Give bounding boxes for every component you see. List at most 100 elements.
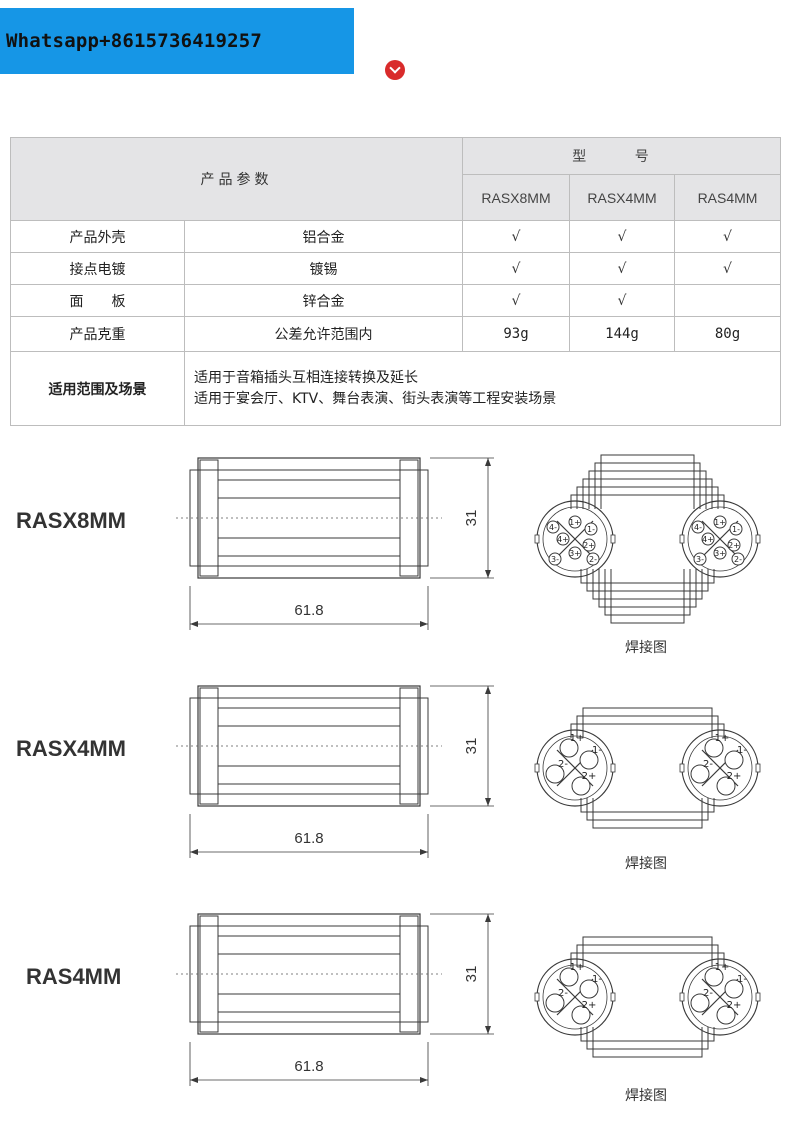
pin-label: 1+ [714, 518, 726, 527]
socket-pin [704, 967, 724, 987]
socket-pin [548, 552, 562, 566]
row-value: √ [569, 284, 675, 317]
row-name: 产品克重 [10, 316, 185, 352]
row-spec: 锌合金 [184, 284, 463, 317]
wiring-line [582, 936, 713, 967]
socket-pin [713, 515, 727, 529]
socket-inner [542, 735, 608, 801]
socket-inner [542, 506, 608, 572]
pin-label: 2+ [728, 541, 740, 550]
socket-pin [579, 750, 599, 770]
pin-label: 2- [589, 555, 597, 564]
socket-key [755, 763, 761, 773]
pin-label: 2+ [727, 771, 742, 782]
socket-key [679, 763, 685, 773]
pin-label: 3- [696, 555, 704, 564]
wiring-line [570, 723, 725, 738]
socket-pin [568, 546, 582, 560]
length-dimension: 61.8 [294, 830, 323, 847]
socket-pin [556, 532, 570, 546]
chevron-down-icon[interactable] [385, 60, 405, 80]
row-spec: 铝合金 [184, 220, 463, 253]
socket-pin [716, 776, 736, 796]
row-value: √ [569, 220, 675, 253]
wiring-line [588, 470, 707, 509]
wiring-line [570, 494, 725, 509]
wiring-line [580, 569, 715, 584]
pin-label: 1- [732, 525, 740, 534]
wiring-line [594, 462, 701, 509]
wiring-line [600, 454, 695, 509]
socket-key [755, 534, 761, 544]
pin-label: 4+ [702, 535, 714, 544]
model-label: RASX4MM [16, 736, 127, 761]
socket-pin [724, 979, 744, 999]
contact-text: Whatsapp+8615736419257 [6, 30, 263, 52]
row-value: √ [462, 252, 570, 285]
socket-pin [559, 738, 579, 758]
wiring-caption: 焊接图 [625, 1088, 667, 1104]
socket-pin [724, 750, 744, 770]
socket-pin [584, 522, 598, 536]
model-label: RAS4MM [26, 964, 122, 989]
socket-pin [701, 532, 715, 546]
socket-key [679, 992, 685, 1002]
height-dimension: 31 [463, 966, 480, 983]
socket-pin [582, 538, 596, 552]
pin-label: 1- [592, 745, 602, 756]
row-spec: 公差允许范围内 [184, 316, 463, 352]
pin-label: 2- [703, 759, 713, 770]
wiring-line [576, 715, 719, 738]
pin-label: 2+ [582, 1000, 597, 1011]
socket-key [610, 992, 616, 1002]
pin-label: 2+ [582, 771, 597, 782]
pin-label: 4- [549, 523, 557, 532]
table-title: 产品参数 [10, 137, 463, 221]
wiring-line [580, 798, 715, 813]
length-dimension: 61.8 [294, 1058, 323, 1075]
pin-label: 2+ [583, 541, 595, 550]
socket-pin [571, 776, 591, 796]
pin-label: 3+ [714, 549, 726, 558]
pin-label: 1+ [569, 518, 581, 527]
socket-pin [546, 520, 560, 534]
wiring-line [592, 569, 703, 600]
row-name: 面 板 [10, 284, 185, 317]
socket-pin [704, 738, 724, 758]
wiring-line [570, 952, 725, 967]
wiring-line [586, 1027, 709, 1050]
model-col-1: RASX8MM [462, 174, 570, 221]
socket-inner [687, 506, 753, 572]
pin-label: 2+ [727, 1000, 742, 1011]
scope-line: 适用于音箱插头互相连接转换及延长 [194, 369, 418, 386]
pin-label: 1+ [570, 962, 585, 973]
pin-label: 1+ [715, 733, 730, 744]
scope-title: 适用范围及场景 [10, 351, 185, 426]
pin-label: 3+ [569, 549, 581, 558]
wiring-line [582, 707, 713, 738]
wiring-caption: 焊接图 [625, 856, 667, 872]
height-dimension: 31 [463, 738, 480, 755]
socket-key [755, 992, 761, 1002]
socket-pin [693, 552, 707, 566]
model-col-2: RASX4MM [569, 174, 675, 221]
socket-inner [542, 964, 608, 1030]
pin-label: 1- [737, 974, 747, 985]
socket-key [534, 992, 540, 1002]
pin-label: 1+ [715, 962, 730, 973]
row-name: 接点电镀 [10, 252, 185, 285]
socket-key [534, 534, 540, 544]
wiring-line [604, 569, 691, 616]
scope-line: 适用于宴会厅、KTV、舞台表演、街头表演等工程安装场景 [194, 390, 557, 407]
spec-table: 产品参数 型 号 RASX8MM RASX4MM RAS4MM 产品外壳 铝合金… [10, 137, 782, 426]
socket-pin [586, 552, 600, 566]
wiring-line [592, 798, 703, 829]
wiring-line [586, 798, 709, 821]
socket-key [534, 763, 540, 773]
socket-pin [559, 967, 579, 987]
wiring-line [610, 569, 685, 624]
socket-pin [727, 538, 741, 552]
socket-pin [729, 522, 743, 536]
height-dimension: 31 [463, 510, 480, 527]
